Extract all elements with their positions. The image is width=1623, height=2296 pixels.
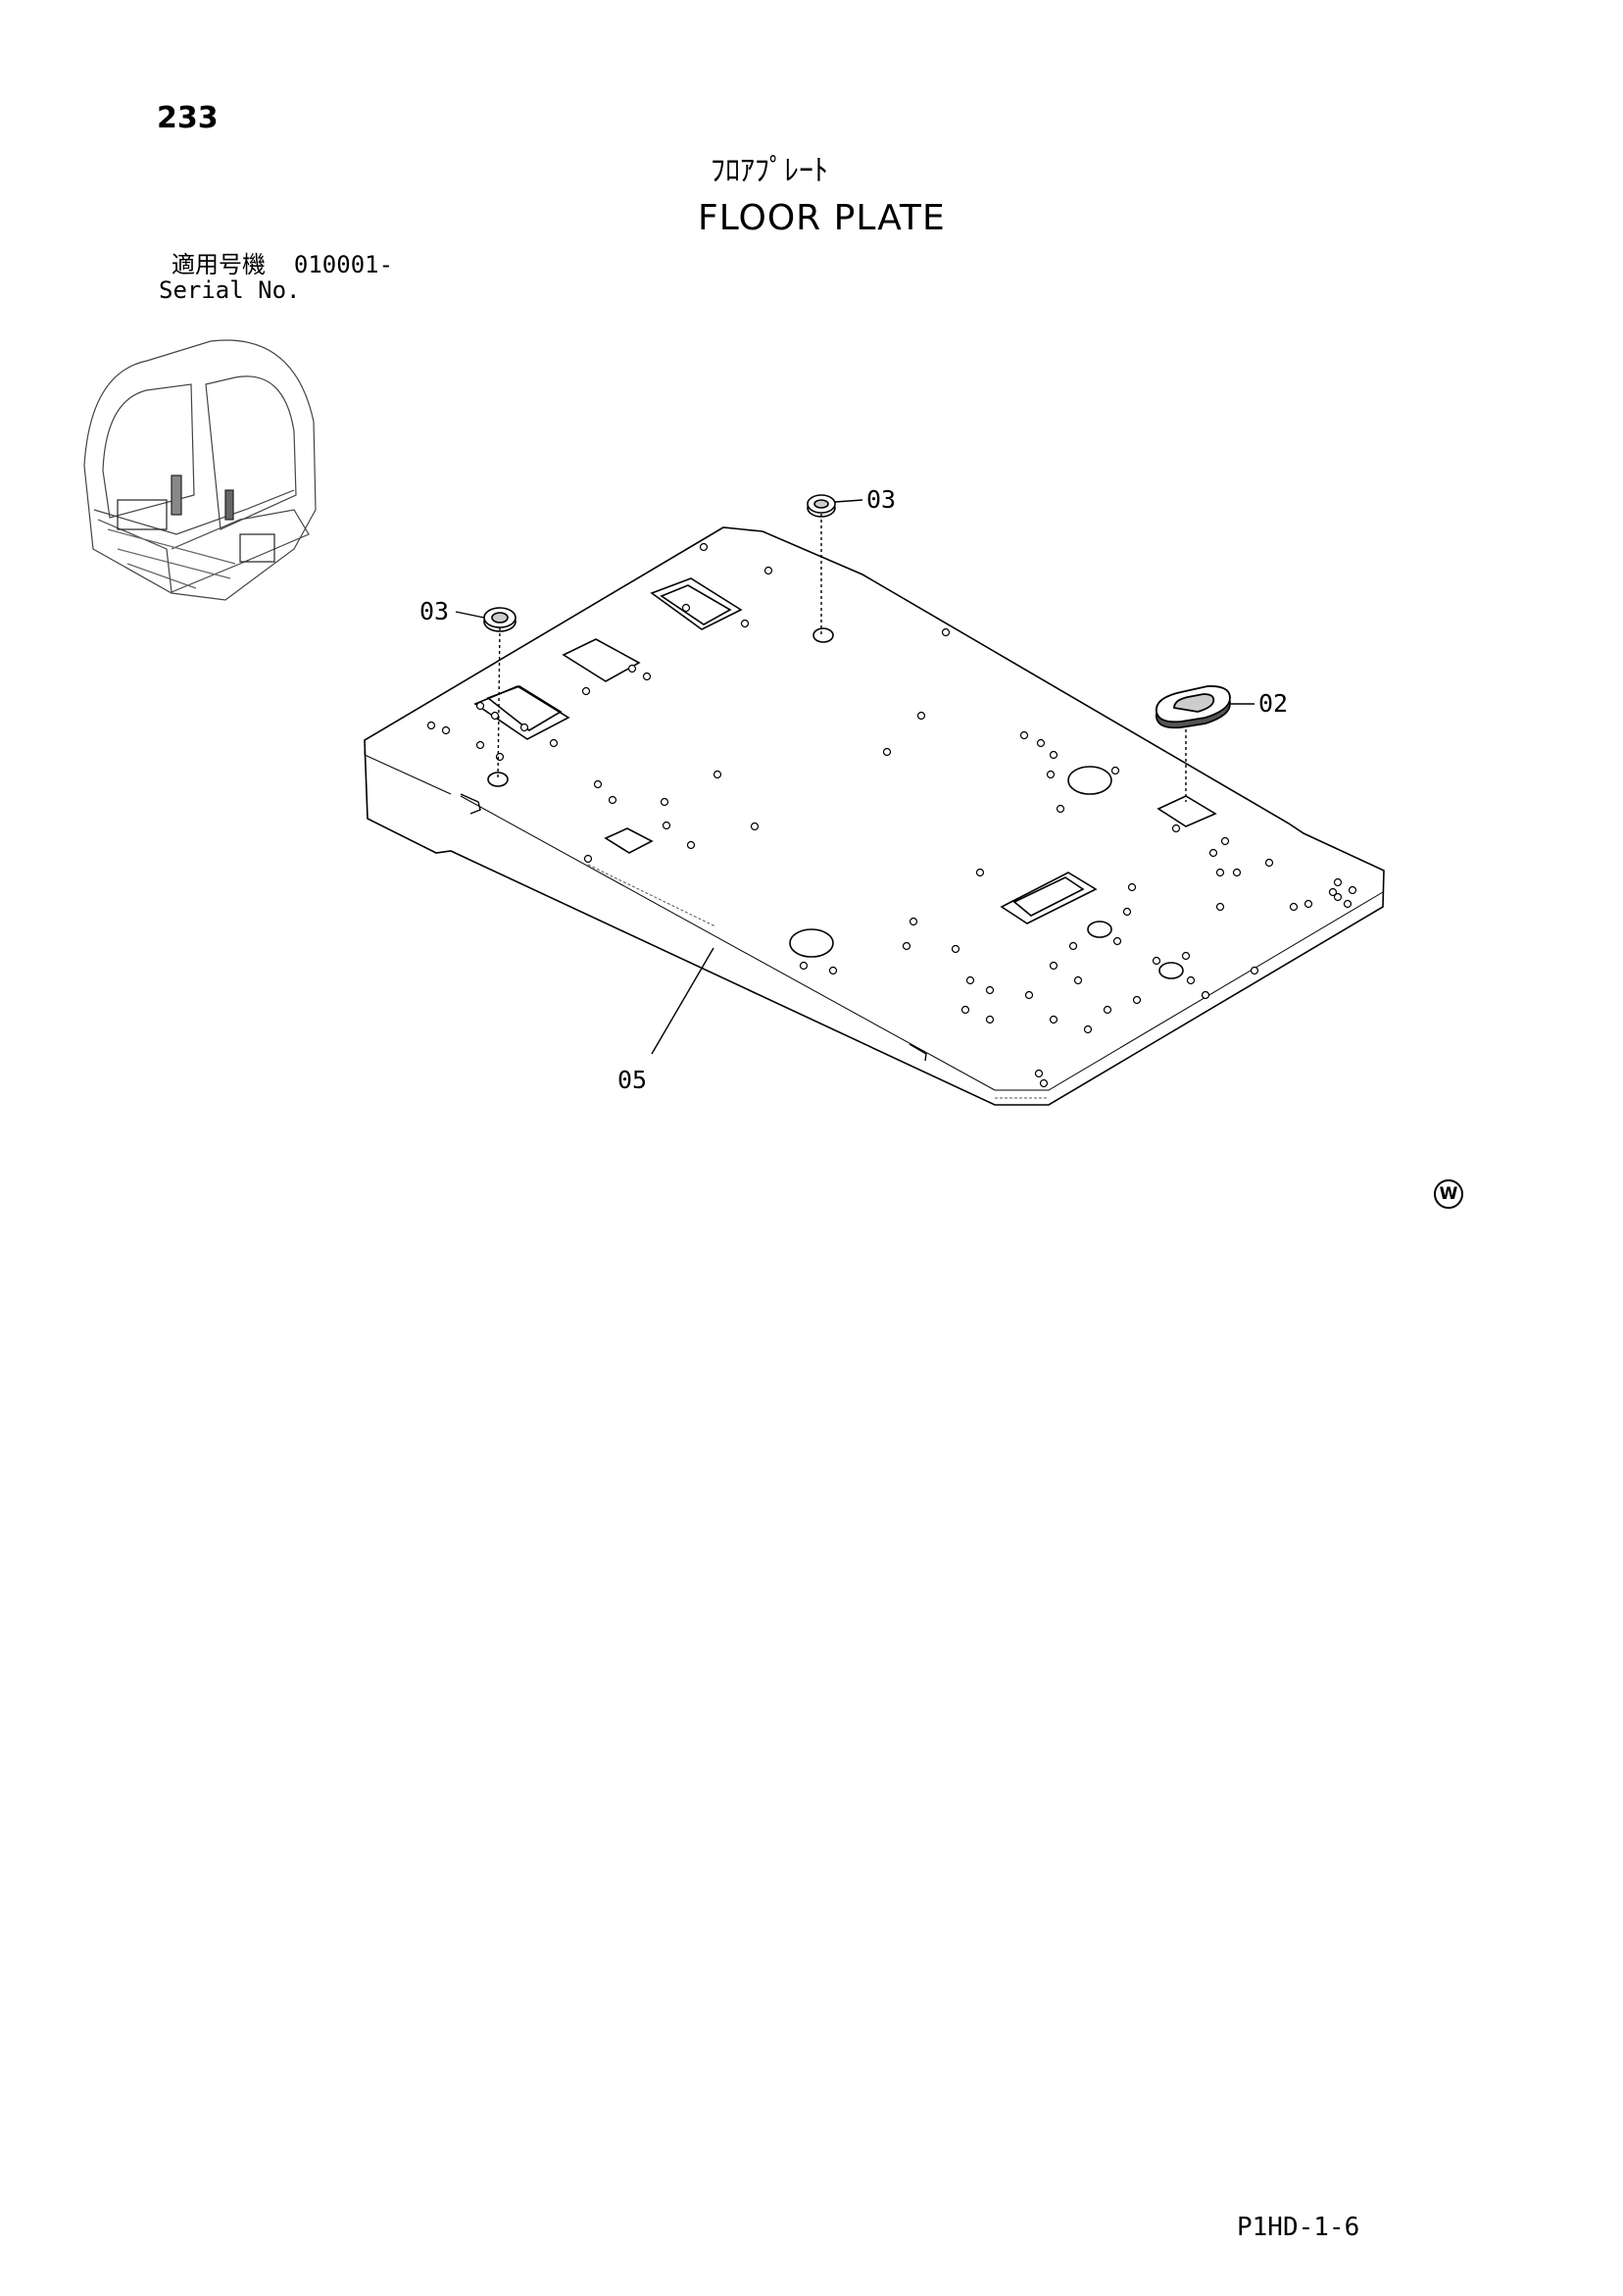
title-japanese: ﾌﾛｱﾌﾟﾚｰﾄ: [711, 154, 828, 188]
serial-label-en: Serial No.: [159, 276, 301, 304]
callout-03-top: 03: [866, 485, 896, 514]
serial-line: 適用号機 010001-: [172, 253, 393, 276]
page-title: FLOOR PLATE: [698, 198, 946, 238]
page-number: 233: [157, 101, 219, 135]
leader-lines: [455, 499, 1254, 1055]
document-code: P1HD-1-6: [1237, 2213, 1360, 2242]
serial-label-jp: 適用号機: [172, 251, 266, 278]
serial-value: 010001-: [293, 251, 394, 278]
grommet-03-top: [807, 494, 836, 518]
grommet-02: [1156, 685, 1231, 729]
callout-02: 02: [1258, 689, 1288, 718]
callout-05: 05: [617, 1066, 647, 1094]
w-circle-mark: W: [1434, 1179, 1463, 1209]
grommet-03-left: [483, 607, 516, 632]
floor-plate: [364, 526, 1385, 1106]
mounting-holes: [426, 542, 1357, 1088]
cab-thumbnail: [83, 339, 317, 601]
callout-03-left: 03: [419, 597, 449, 625]
